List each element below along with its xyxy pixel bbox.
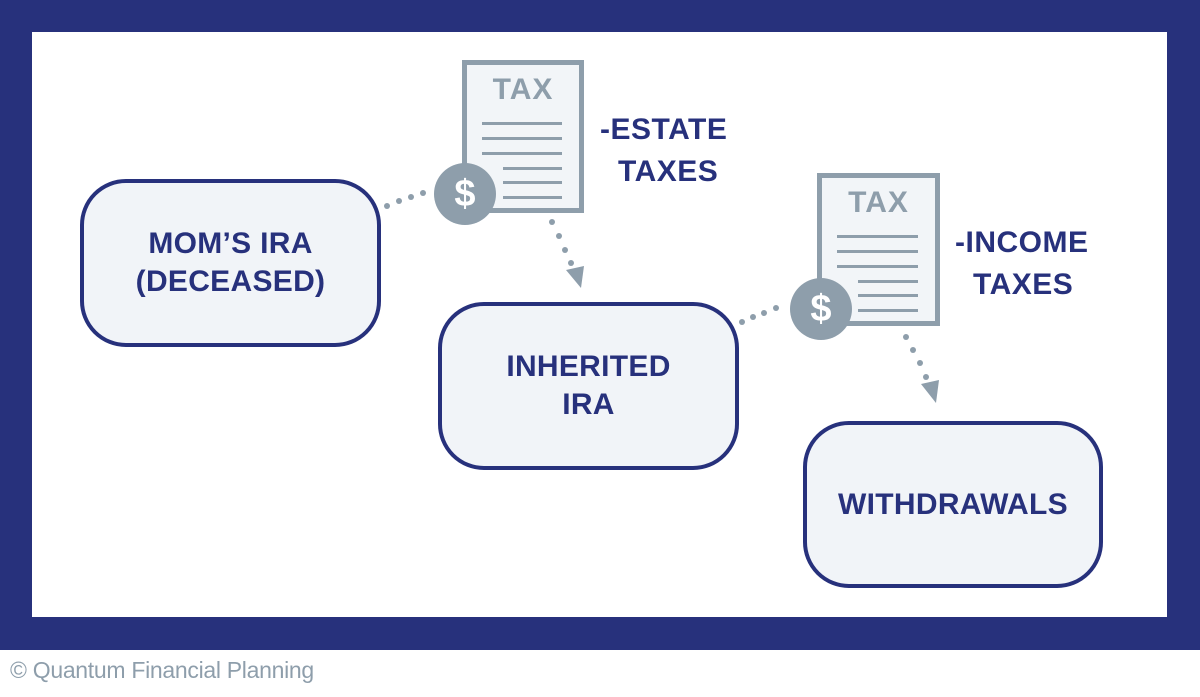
estate-taxes-label: -ESTATE TAXES [600,113,728,188]
tax-document-title: TAX [848,186,909,219]
node-withdrawals: WITHDRAWALS [803,421,1103,588]
node-label-line: WITHDRAWALS [838,487,1068,521]
income-taxes-label: -INCOME TAXES [955,226,1089,301]
connector-layer [384,190,939,403]
dotted-arrow-to-inherited-ira [549,219,584,288]
dotted-arrow-to-withdrawals [903,334,939,403]
node-label-line: INHERITED [506,350,671,383]
copyright-caption: © Quantum Financial Planning [10,657,314,683]
tax-document-title: TAX [492,73,554,106]
arrowhead-icon [566,266,584,288]
node-label-line: MOM’S IRA [148,227,313,260]
node-label-line: IRA [562,388,615,421]
dotted-connector-inherited-to-income-tax [739,305,779,325]
dotted-connector-moms-to-estate-tax [384,190,426,209]
node-moms-ira: MOM’S IRA (DECEASED) [80,179,381,347]
node-inherited-ira: INHERITED IRA [438,302,739,470]
node-label-line: (DECEASED) [135,265,326,298]
tax-document-icon: TAX [462,60,584,213]
dollar-coin-icon: $ [790,278,852,340]
dollar-coin-icon: $ [434,163,496,225]
arrowhead-icon [921,380,939,403]
